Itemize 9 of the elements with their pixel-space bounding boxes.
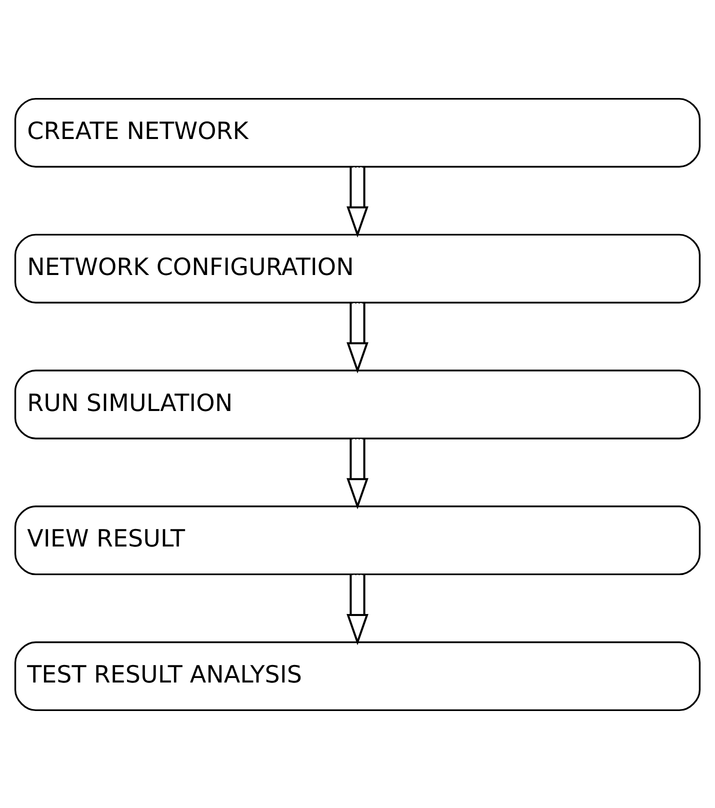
arrow xyxy=(346,438,368,509)
node-box: VIEW RESULT xyxy=(14,505,701,575)
arrow xyxy=(346,574,368,645)
arrow xyxy=(346,166,368,238)
arrow xyxy=(346,302,368,374)
node-box: RUN SIMULATION xyxy=(14,369,701,439)
node-box: TEST RESULT ANALYSIS xyxy=(14,640,701,711)
node-box: CREATE NETWORK xyxy=(14,97,701,168)
node-box: NETWORK CONFIGURATION xyxy=(14,233,701,303)
